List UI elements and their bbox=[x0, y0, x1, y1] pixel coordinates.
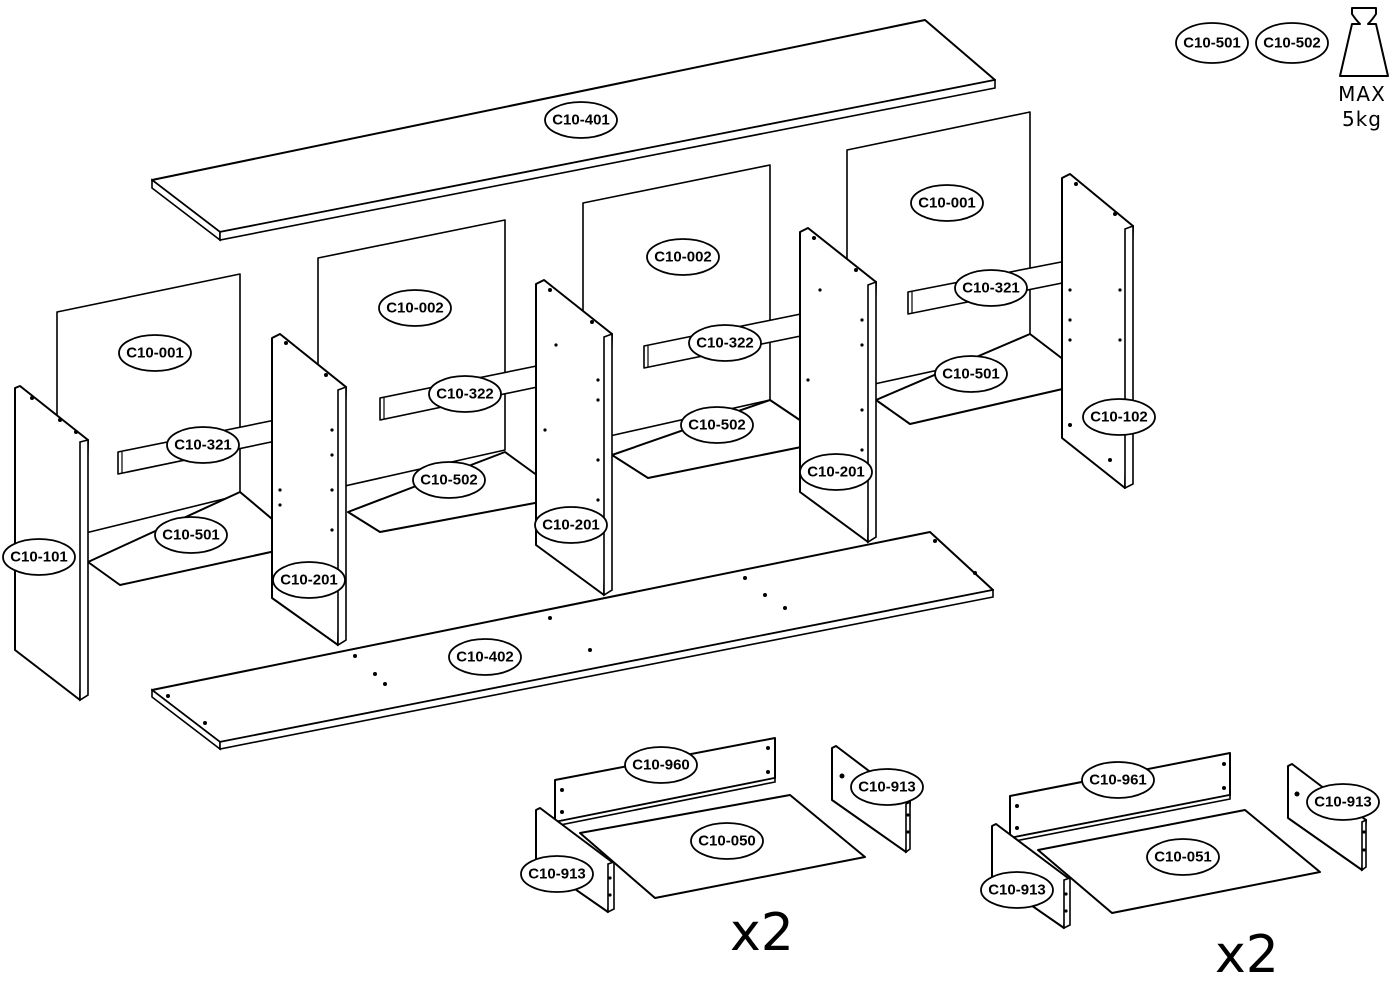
label-shelf-right: C10-501 bbox=[934, 355, 1008, 393]
svg-text:C10-322: C10-322 bbox=[696, 335, 754, 352]
svg-text:C10-502: C10-502 bbox=[420, 472, 478, 489]
label-bottom-panel: C10-402 bbox=[448, 638, 522, 676]
weight-limit-info: MAX 5kg bbox=[1338, 7, 1389, 131]
part-labels: C10-401 C10-001 C10-002 C10-002 C10-001 … bbox=[2, 22, 1380, 909]
svg-text:C10-001: C10-001 bbox=[126, 345, 184, 362]
label-drawer1-bottom: C10-050 bbox=[690, 822, 764, 860]
side-panel-right bbox=[1061, 173, 1134, 490]
label-drawer1-front: C10-960 bbox=[624, 746, 698, 784]
label-shelf-mid-right: C10-502 bbox=[680, 406, 754, 444]
weight-value-label: 5kg bbox=[1342, 107, 1382, 131]
label-side-right: C10-102 bbox=[1082, 398, 1156, 436]
label-divider-1: C10-201 bbox=[272, 561, 346, 599]
drawer-1-quantity: x2 bbox=[730, 903, 794, 963]
label-drawer1-side-right: C10-913 bbox=[850, 768, 924, 806]
label-shelf-mid-left: C10-502 bbox=[412, 461, 486, 499]
svg-text:C10-961: C10-961 bbox=[1089, 772, 1147, 789]
svg-text:C10-501: C10-501 bbox=[1183, 35, 1241, 52]
drawer-2-quantity: x2 bbox=[1215, 925, 1279, 985]
label-weight-part-2: C10-502 bbox=[1255, 22, 1329, 64]
svg-text:C10-201: C10-201 bbox=[807, 464, 865, 481]
svg-text:C10-321: C10-321 bbox=[962, 280, 1020, 297]
svg-text:C10-913: C10-913 bbox=[1314, 794, 1372, 811]
svg-text:C10-002: C10-002 bbox=[386, 300, 444, 317]
svg-text:C10-321: C10-321 bbox=[174, 437, 232, 454]
svg-text:C10-002: C10-002 bbox=[654, 249, 712, 266]
svg-text:C10-001: C10-001 bbox=[918, 195, 976, 212]
svg-text:C10-501: C10-501 bbox=[942, 366, 1000, 383]
label-back-mid-left: C10-002 bbox=[378, 289, 452, 327]
weight-icon bbox=[1339, 7, 1389, 77]
svg-text:C10-401: C10-401 bbox=[552, 112, 610, 129]
svg-text:C10-402: C10-402 bbox=[456, 649, 514, 666]
label-rail-mid-left: C10-322 bbox=[428, 375, 502, 413]
svg-text:C10-502: C10-502 bbox=[688, 417, 746, 434]
label-drawer2-front: C10-961 bbox=[1081, 761, 1155, 799]
label-drawer2-bottom: C10-051 bbox=[1146, 838, 1220, 876]
label-rail-mid-right: C10-322 bbox=[688, 324, 762, 362]
label-drawer2-side-right: C10-913 bbox=[1306, 783, 1380, 821]
svg-text:C10-051: C10-051 bbox=[1154, 849, 1212, 866]
svg-text:C10-501: C10-501 bbox=[162, 527, 220, 544]
divider-3 bbox=[799, 227, 877, 544]
svg-text:C10-201: C10-201 bbox=[542, 517, 600, 534]
svg-text:C10-050: C10-050 bbox=[698, 833, 756, 850]
svg-text:C10-322: C10-322 bbox=[436, 386, 494, 403]
divider-2 bbox=[535, 279, 613, 597]
svg-text:C10-101: C10-101 bbox=[10, 549, 68, 566]
label-weight-part-1: C10-501 bbox=[1175, 22, 1249, 64]
svg-text:C10-960: C10-960 bbox=[632, 757, 690, 774]
label-drawer2-side-left: C10-913 bbox=[980, 871, 1054, 909]
label-side-left: C10-101 bbox=[2, 538, 76, 576]
svg-text:C10-201: C10-201 bbox=[280, 572, 338, 589]
svg-text:C10-913: C10-913 bbox=[858, 779, 916, 796]
label-back-left: C10-001 bbox=[118, 334, 192, 372]
label-rail-right: C10-321 bbox=[954, 269, 1028, 307]
svg-text:C10-502: C10-502 bbox=[1263, 35, 1321, 52]
svg-text:C10-913: C10-913 bbox=[988, 882, 1046, 899]
label-rail-left: C10-321 bbox=[166, 426, 240, 464]
weight-max-label: MAX bbox=[1338, 82, 1386, 106]
svg-text:C10-102: C10-102 bbox=[1090, 409, 1148, 426]
label-divider-2: C10-201 bbox=[534, 506, 608, 544]
label-divider-3: C10-201 bbox=[799, 453, 873, 491]
label-shelf-left: C10-501 bbox=[154, 516, 228, 554]
svg-text:C10-913: C10-913 bbox=[528, 866, 586, 883]
label-top-panel: C10-401 bbox=[544, 101, 618, 139]
bottom-panel bbox=[151, 531, 994, 751]
label-back-right: C10-001 bbox=[910, 184, 984, 222]
label-drawer1-side-left: C10-913 bbox=[520, 855, 594, 893]
label-back-mid-right: C10-002 bbox=[646, 238, 720, 276]
